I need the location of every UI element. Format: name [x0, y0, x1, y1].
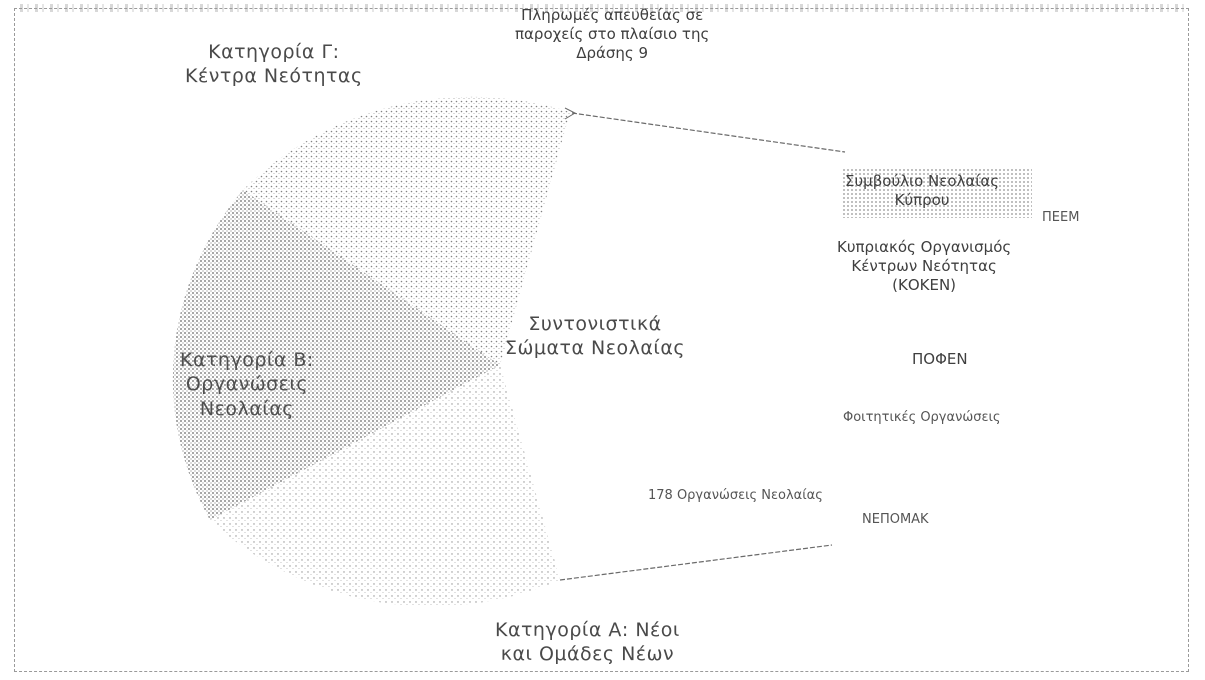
cat-c-line-2: Κέντρα Νεότητας: [185, 65, 363, 88]
council-line-2: Κύπρου: [894, 191, 950, 210]
youth-council-label: Συμβούλιο Νεολαίας Κύπρου: [845, 172, 999, 210]
koken-line-1: Κυπριακός Οργανισμός: [837, 238, 1012, 256]
category-b-label: Κατηγορία Β: Οργανώσεις Νεολαίας: [180, 348, 314, 421]
category-c-wedge: [243, 96, 570, 366]
coordinating-bodies-label: Συντονιστικά Σώματα Νεολαίας: [505, 312, 685, 361]
note-line-1: Πληρωμές απευθείας σε: [521, 6, 704, 24]
upper-tick: [564, 107, 577, 120]
koken-line-3: (ΚΟΚΕΝ): [892, 276, 957, 295]
center-line-1: Συντονιστικά: [528, 313, 662, 335]
category-c-label: Κατηγορία Γ: Κέντρα Νεότητας: [185, 40, 363, 89]
category-a-wedge: [210, 365, 560, 607]
cat-b-line-3: Νεολαίας: [199, 397, 294, 420]
koken-label: Κυπριακός Οργανισμός Κέντρων Νεότητας (Κ…: [837, 238, 1011, 296]
koken-line-2: Κέντρων Νεότητας: [851, 257, 997, 276]
upper-connector-line: [571, 112, 846, 153]
cat-b-line-1: Κατηγορία Β:: [180, 349, 314, 371]
peem-label: ΠΕΕΜ: [1042, 210, 1080, 225]
council-line-1: Συμβούλιο Νεολαίας: [845, 172, 1000, 190]
nepomak-label: ΝΕΠΟΜΑΚ: [862, 512, 929, 527]
cat-b-line-2: Οργανώσεις: [185, 373, 309, 396]
category-a-label: Κατηγορία Α: Νέοι και Ομάδες Νέων: [495, 618, 680, 667]
cat-a-line-2: και Ομάδες Νέων: [500, 643, 675, 666]
council-dot-highlight: [842, 168, 1032, 218]
center-line-2: Σώματα Νεολαίας: [505, 337, 686, 360]
direct-payments-note: Πληρωμές απευθείας σε παροχείς στο πλαίσ…: [515, 6, 709, 64]
student-orgs-label: Φοιτητικές Οργανώσεις: [843, 410, 1001, 425]
scan-border: [14, 8, 1189, 672]
pofen-label: ΠΟΦΕΝ: [912, 350, 968, 368]
cat-a-line-1: Κατηγορία Α: Νέοι: [495, 619, 680, 641]
youth-orgs-label: 178 Οργανώσεις Νεολαίας: [648, 488, 823, 503]
lower-connector-line: [559, 544, 833, 581]
note-line-3: Δράσης 9: [576, 44, 649, 63]
cat-c-line-1: Κατηγορία Γ:: [208, 41, 340, 63]
note-line-2: παροχείς στο πλαίσιο της: [515, 25, 710, 44]
category-b-wedge: [172, 190, 501, 520]
